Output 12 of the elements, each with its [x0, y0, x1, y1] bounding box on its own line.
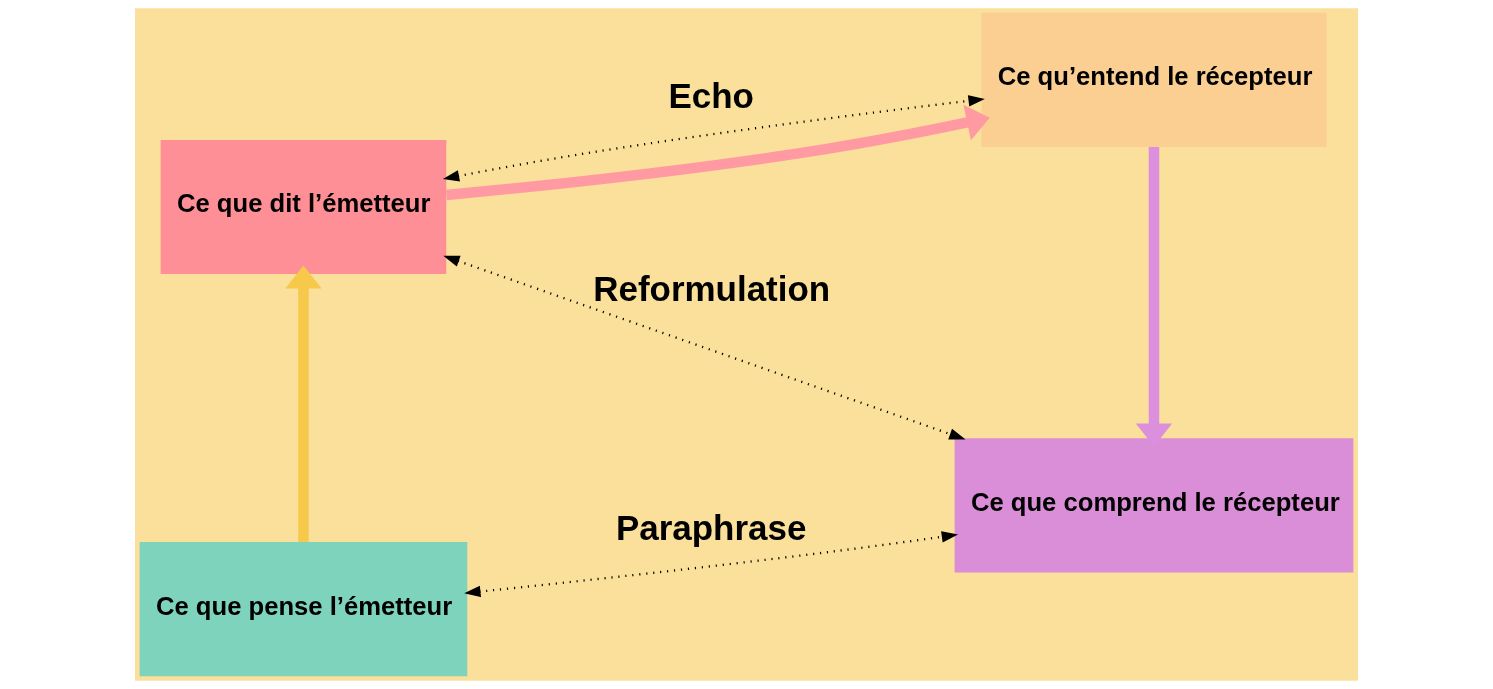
node-box: Ce que pense l’émetteur [139, 542, 468, 677]
node-box: Ce que comprend le récepteur [954, 438, 1354, 573]
arrow [464, 531, 959, 598]
arrow [443, 255, 966, 440]
node-box: Ce qu’entend le récepteur [981, 12, 1327, 147]
arrow [442, 95, 985, 182]
arrow [445, 104, 990, 201]
arrow [285, 265, 322, 542]
edge-label: Reformulation [593, 269, 831, 309]
node-box: Ce que dit l’émetteur [160, 139, 447, 274]
edge-label: Paraphrase [615, 508, 807, 548]
edge-label: Echo [668, 75, 754, 115]
